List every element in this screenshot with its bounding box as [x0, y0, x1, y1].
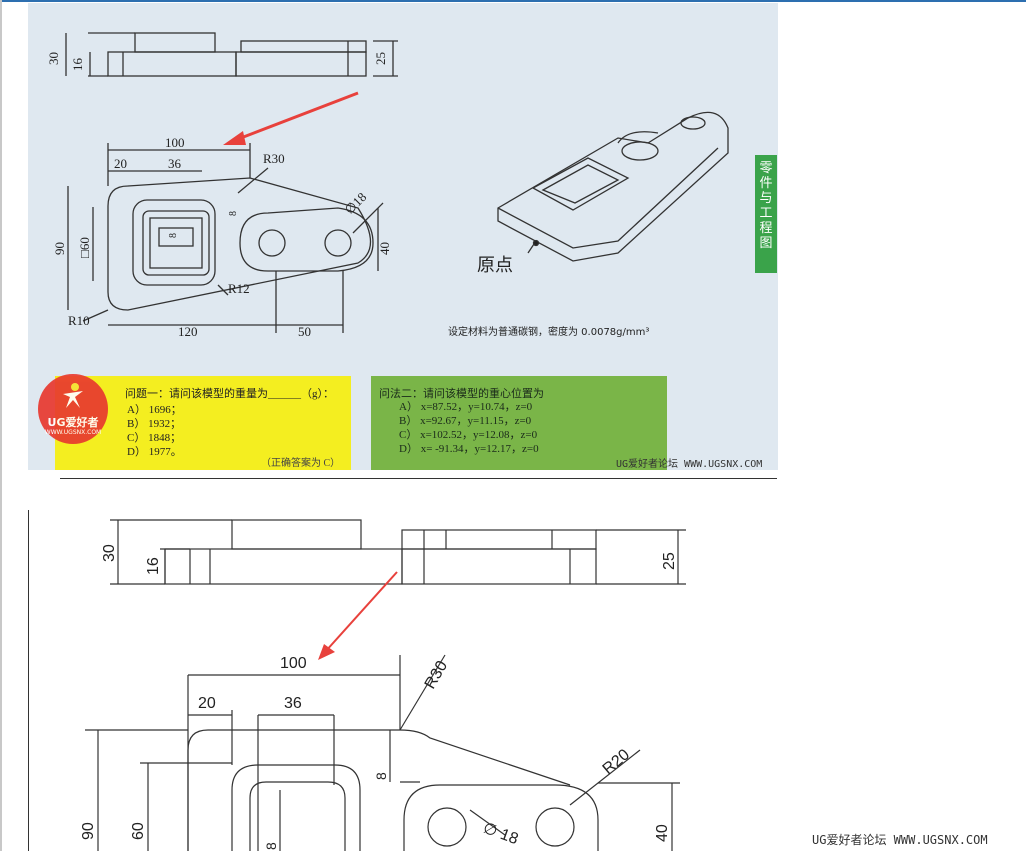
q2-answer-a: A） x=87.52，y=10.74，z=0 [399, 401, 533, 413]
side-view-base-left [107, 51, 237, 77]
lug-outline [239, 207, 374, 272]
cad-red-arrow-head [318, 644, 335, 660]
cad-hole-left [427, 807, 467, 847]
cad-side-base-left [164, 548, 403, 585]
scan-dim-r12: R12 [228, 281, 250, 296]
red-arrow-head [223, 131, 246, 145]
scan-dim-120: 120 [178, 324, 198, 339]
cad-dim-20: 20 [198, 695, 216, 712]
cad-side-boss-right [401, 529, 597, 550]
cad-dim-r30: R30 [422, 658, 451, 692]
cad-side-base-right [401, 548, 597, 585]
scan-dim-25: 25 [373, 52, 388, 65]
side-tab-char: 零 [759, 161, 773, 176]
question-one-text: 问题一：请问该模型的重量为______（g）： [125, 388, 334, 400]
iso-pocket [531, 157, 630, 211]
side-view-boss-right [240, 40, 367, 53]
scan-dim-16: 16 [70, 58, 85, 72]
pocket-inner [149, 217, 203, 269]
scan-dim-20: 20 [114, 156, 127, 171]
q2-answer-c: C） x=102.52，y=12.08，z=0 [399, 429, 538, 441]
cad-left-border [28, 510, 29, 851]
scan-watermark: UG爱好者论坛 WWW.UGSNX.COM [616, 459, 763, 470]
cad-dim-8b: 8 [263, 842, 279, 850]
material-note: 设定材料为普通碳钢，密度为 0.0078g/mm³ [448, 327, 650, 338]
red-arrow-line [232, 91, 359, 143]
pocket-outer [132, 199, 216, 286]
side-tab-char: 图 [759, 236, 773, 251]
scan-dim-r30: R30 [263, 151, 285, 166]
side-tab-char: 工 [759, 206, 773, 221]
cad-pocket-outer [231, 764, 361, 851]
hole-right [324, 229, 352, 257]
cad-dim-30: 30 [101, 544, 118, 562]
logo-title: UG爱好者 [47, 416, 99, 429]
top-border [0, 0, 1026, 2]
scan-dim-40: 40 [377, 242, 392, 255]
cad-dim-25: 25 [661, 552, 678, 570]
logo-site: WWW.UGSNX.COM [44, 429, 102, 436]
q1-answer-a: A） 1696； [127, 404, 182, 416]
plan-outline [107, 177, 371, 311]
q1-answer-d: D） 1977。 [127, 446, 182, 458]
scan-drawing-svg: 30 16 25 100 20 36 R30 8 8 ∅18 90 □60 40… [46, 32, 729, 415]
q1-answer-b: B） 1932； [127, 418, 182, 430]
side-tab: 零 件 与 工 程 图 [755, 155, 777, 273]
pocket-slot [158, 227, 194, 247]
scan-dim-50: 50 [298, 324, 311, 339]
side-view-base-right [235, 51, 367, 77]
side-view-boss-left [134, 32, 216, 53]
question-two-text: 问法二：请问该模型的重心位置为 [379, 388, 544, 400]
scan-dim-r10: R10 [68, 313, 90, 328]
scan-dim-36: 36 [168, 156, 182, 171]
origin-label: 原点 [477, 255, 513, 276]
separator-line [60, 478, 777, 479]
scan-dim-100: 100 [165, 135, 185, 150]
cad-drawing: 30 16 25 100 20 36 R30 8 R20 90 60 8 ∅ 1… [80, 519, 686, 851]
scan-dim-phi18: ∅18 [342, 189, 370, 217]
cad-red-arrow-line [324, 571, 398, 653]
ug-logo-stamp: UG爱好者 WWW.UGSNX.COM [38, 374, 108, 444]
scan-dim-8b: 8 [168, 233, 179, 238]
cad-dim-phi18: ∅ 18 [481, 820, 521, 848]
q1-hint: （正确答案为 C） [261, 458, 341, 469]
scanned-drawing-image: 30 16 25 100 20 36 R30 8 8 ∅18 90 □60 40… [28, 3, 778, 470]
cad-dim-60: 60 [130, 822, 147, 840]
side-tab-char: 件 [759, 176, 773, 191]
scan-dim-8: 8 [228, 211, 239, 216]
iso-hole-2 [680, 116, 706, 130]
cad-lug [403, 784, 599, 851]
left-border [0, 0, 2, 851]
cad-dim-90: 90 [80, 822, 97, 840]
cad-dim-r20: R20 [600, 746, 633, 778]
cad-pocket-inner [249, 781, 346, 851]
q2-answer-d: D） x= -91.34，y=12.17，z=0 [399, 443, 539, 455]
person-icon [63, 383, 83, 408]
scan-dim-90: 90 [52, 242, 67, 255]
side-tab-char: 与 [759, 191, 773, 206]
cad-side-boss-left [231, 519, 362, 550]
hole-left [258, 229, 286, 257]
q2-answer-b: B） x=92.67，y=11.15，z=0 [399, 415, 532, 427]
cad-dim-40: 40 [654, 824, 671, 842]
question-two-box: 问法二：请问该模型的重心位置为 A） x=87.52，y=10.74，z=0 B… [371, 376, 667, 470]
cad-dim-36: 36 [284, 695, 302, 712]
cad-hole-right [535, 807, 575, 847]
footer-watermark: UG爱好者论坛 WWW.UGSNX.COM [812, 833, 988, 847]
cad-dim-8: 8 [373, 772, 389, 780]
side-tab-char: 程 [759, 221, 773, 236]
scan-dim-sq60: □60 [77, 237, 92, 258]
q1-answer-c: C） 1848； [127, 432, 182, 444]
cad-dim-100: 100 [280, 655, 307, 672]
pocket-mid [142, 210, 210, 276]
cad-dim-16: 16 [145, 557, 162, 575]
iso-hole-1 [621, 141, 659, 161]
scan-dim-30: 30 [46, 52, 61, 65]
